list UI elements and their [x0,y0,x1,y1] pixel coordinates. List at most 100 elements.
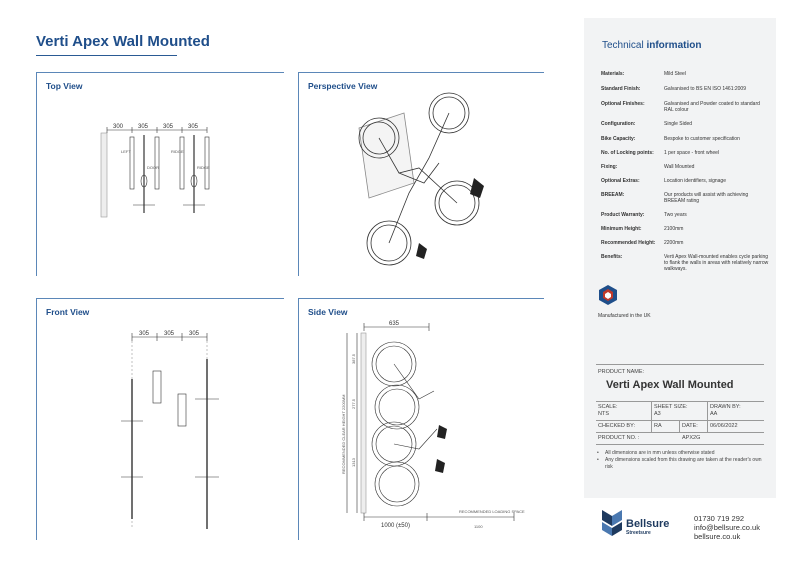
spec-key: Fixing: [601,164,618,170]
spec-value: Two years [664,212,687,218]
sheet-cell: SHEET SIZE:A3 [652,402,708,420]
spec-key: Optional Finishes: [601,101,645,107]
spec-key: Standard Finish: [601,86,641,92]
contact-email: info@bellsure.co.uk [694,523,760,532]
bellsure-logo-icon [602,510,622,536]
front-view-panel: Front View 305 305 305 [36,298,284,540]
spec-row: No. of Locking points: 1 per space - fron… [584,150,776,164]
side-vert-dim-3: 1313 [351,457,356,467]
front-view-title: Front View [46,307,90,317]
spec-row: Benefits: Verti Apex Wall-mounted enables… [584,254,776,278]
front-dim-2: 305 [164,331,175,337]
spec-key: Minimum Height: [601,226,642,232]
top-label-1: LEFT [121,149,131,154]
front-dim-1: 305 [139,331,150,337]
drawn-value: AA [710,411,718,417]
title-underline [36,55,177,56]
spec-value: 1 per space - front wheel [664,150,720,156]
side-bottom-dim: 1000 (±50) [381,523,410,529]
side-view-panel: Side View 635 RECOMMENDED CLEAR HEIGHT 2… [298,298,544,540]
top-dim-2: 305 [138,124,149,130]
product-no-label-cell: PRODUCT NO. : [598,435,640,441]
spec-row: Configuration: Single Sided [584,121,776,136]
date-label-cell: DATE: [680,421,708,432]
top-label-2: DOOR [147,165,159,170]
perspective-view-title: Perspective View [308,81,378,91]
product-name: Verti Apex Wall Mounted [606,379,734,391]
drawn-label: DRAWN BY: [710,404,741,410]
spec-key: Optional Extras: [601,178,640,184]
checked-value-cell: RA [652,421,680,432]
title-regular: Technical [602,40,647,51]
spec-key: Configuration: [601,121,636,127]
note-item: Any dimensions scaled from this drawing … [596,457,764,471]
side-top-dim: 635 [389,321,400,327]
spec-value: Galvanised and Powder coated to standard… [664,101,760,113]
front-view-drawing: 305 305 305 [121,331,219,529]
spec-key: Benefits: [601,254,623,260]
front-dim-3: 305 [189,331,200,337]
spec-row: Optional Finishes: Galvanised and Powder … [584,101,776,121]
top-label-4: RIDGE [197,165,210,170]
spec-value: Verti Apex Wall-mounted enables cycle pa… [664,254,769,272]
technical-info-title: Technical information [602,40,701,51]
spec-row: Optional Extras: Location identifiers, si… [584,178,776,192]
side-view-title: Side View [308,307,348,317]
spec-row: Bike Capacity:Bespoke to customer specif… [584,136,776,150]
page-title: Verti Apex Wall Mounted [36,33,210,50]
scale-cell: SCALE:NTS [596,402,652,420]
brand-name: Bellsure [626,518,670,530]
side-loading-label: RECOMMENDED LOADING SPACE [459,509,525,514]
spec-key: Recommended Height: [601,240,656,246]
spec-row: Materials:Mild Steel [584,71,776,86]
date-value-cell: 06/06/2022 [710,423,738,429]
side-vert-dim-1: 387.5 [351,353,356,364]
rack-foot-1 [470,178,484,198]
spec-value: Single Sided [664,121,693,127]
spec-row: BREEAM:Our products will assist with ach… [584,192,776,212]
spec-key: No. of Locking points: [601,150,654,156]
spec-value: Location identifiers, signage [664,178,726,184]
spec-value: Bespoke to customer specification [664,136,740,142]
side-foot-1 [437,425,447,439]
spec-row: Fixing: Wall Mounted [584,164,776,178]
top-view-panel: Top View 300 305 305 305 LEFT DOOR [36,72,284,276]
top-dim-4: 305 [188,124,199,130]
spec-value: Galvanised to BS EN ISO 1461:2009 [664,86,746,92]
title-block-row-2: CHECKED BY: RA DATE: 06/06/2022 [596,420,764,432]
contact-website: bellsure.co.uk [694,532,741,541]
top-dim-1: 300 [113,124,124,130]
note-item: All dimensions are in mm unless otherwis… [596,450,764,457]
spec-key: BREEAM: [601,192,625,198]
top-label-3: RIDGE [171,149,184,154]
side-vert-dim-2: 277.5 [351,398,356,409]
title-block: PRODUCT NAME: Verti Apex Wall Mounted SC… [596,364,764,471]
spec-list: Materials:Mild Steel Standard Finish: Gal… [584,71,776,278]
spec-value: 2100mm [664,226,684,232]
contact-phone: 01730 719 292 [694,514,745,523]
spec-value: 2200mm [664,240,684,246]
spec-row: Recommended Height: 2200mm [584,240,776,254]
title-block-row-1: SCALE:NTS SHEET SIZE:A3 DRAWN BY:AA [596,401,764,420]
spec-row: Product Warranty: Two years [584,212,776,226]
spec-key: Product Warranty: [601,212,645,218]
side-foot-2 [435,459,445,473]
checked-label-cell: CHECKED BY: [596,421,652,432]
sheet-label: SHEET SIZE: [654,404,688,410]
title-block-row-3: PRODUCT NO. : APX2G [596,432,764,445]
rack-foot-2 [416,243,427,259]
brand-sub: Streetsure [626,530,651,536]
product-no-value-cell: APX2G [682,435,701,441]
spec-value: Wall Mounted [664,164,695,170]
manufactured-in-uk-icon [599,285,617,305]
title-bold: information [646,40,702,51]
scale-value: NTS [598,411,609,417]
top-dim-3: 305 [163,124,174,130]
side-vert-label: RECOMMENDED CLEAR HEIGHT 2200MM [341,395,346,475]
scale-label: SCALE: [598,404,618,410]
technical-info-sidebar: Technical information Materials:Mild Ste… [584,18,776,541]
title-block-divider [596,364,764,365]
side-loading-value: 1100 [474,524,483,529]
perspective-drawing [358,92,484,266]
manufactured-text: Manufactured in the UK [598,313,651,319]
